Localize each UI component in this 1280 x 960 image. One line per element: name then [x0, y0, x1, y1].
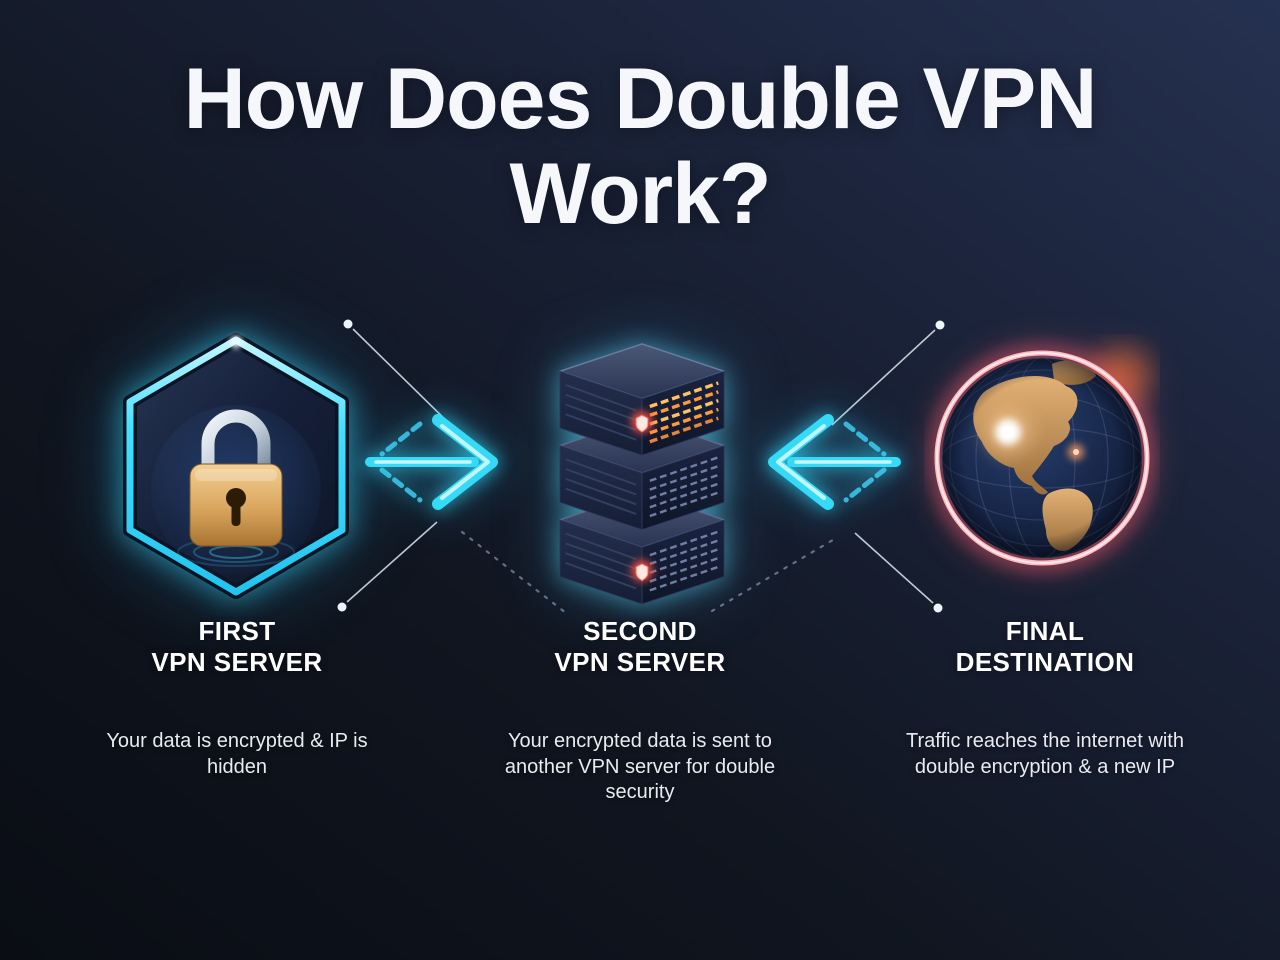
connector-line	[854, 532, 934, 604]
shield-icon	[635, 563, 649, 582]
server-lights-orange	[649, 381, 719, 444]
globe-neon-ring-core	[936, 352, 1148, 564]
globe-icon	[931, 347, 1153, 569]
step-1-label-line1: FIRST	[198, 616, 276, 646]
step-3-label: FINAL DESTINATION	[885, 616, 1205, 678]
page-title: How Does Double VPN Work?	[183, 51, 1098, 242]
lock-shackle	[201, 409, 271, 477]
step-3-label-line1: FINAL	[1005, 616, 1085, 646]
padlock-hexagon-icon	[123, 333, 349, 599]
globe-shading	[942, 358, 1142, 558]
lock-keyhole-slot	[231, 502, 241, 526]
step-1-icon	[116, 330, 356, 602]
step-3-description: Traffic reaches the internet with double…	[906, 730, 1184, 778]
server-stack-icon	[559, 343, 725, 605]
step-2-label: SECOND VPN SERVER	[490, 616, 790, 678]
step-1-description: Your data is encrypted & IP is hidden	[106, 730, 368, 778]
connector-dot	[343, 319, 353, 329]
connector-dot	[337, 602, 347, 612]
arrow-head	[432, 414, 498, 510]
arrow-head-core	[776, 424, 826, 500]
arrow-left-icon	[752, 406, 904, 518]
hexagon-neon-border	[126, 336, 346, 596]
step-2-label-line2: VPN SERVER	[554, 647, 726, 678]
connector-dot	[933, 603, 943, 613]
hexagon-top-highlight	[230, 336, 242, 348]
connector-dot	[935, 320, 945, 330]
arrow-echo-dashes	[379, 421, 423, 503]
server-unit-top	[559, 343, 725, 456]
arrow-echo-dashes	[843, 421, 887, 503]
step-2-description: Your encrypted data is sent to another V…	[504, 730, 776, 804]
shield-icon	[635, 414, 649, 433]
step-1-label-line2: VPN SERVER	[151, 647, 323, 678]
step-1-label: FIRST VPN SERVER	[87, 616, 387, 678]
connector-line	[346, 521, 438, 603]
arrow-head-core	[440, 424, 490, 500]
step-2-icon	[544, 340, 740, 606]
arrow-head	[768, 414, 834, 510]
step-3-label-line2: DESTINATION	[955, 647, 1135, 678]
arrow-right-icon	[362, 406, 514, 518]
step-2-label-line1: SECOND	[583, 616, 697, 646]
step-3-icon	[924, 334, 1160, 584]
lock-highlight	[195, 469, 277, 481]
lock-keyhole	[226, 488, 246, 508]
